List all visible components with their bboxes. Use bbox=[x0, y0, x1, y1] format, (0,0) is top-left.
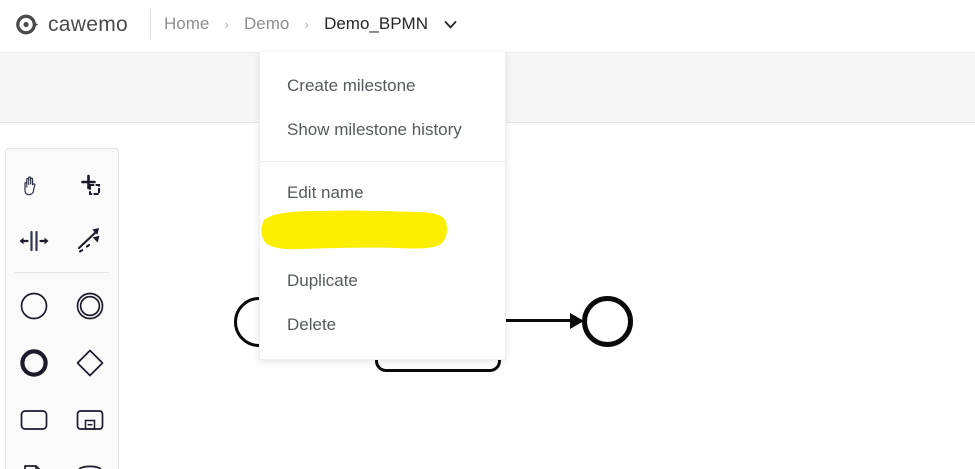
menu-item-delete[interactable]: Delete bbox=[260, 303, 505, 347]
sequence-flow-arrowhead bbox=[570, 313, 584, 329]
menu-item-edit-name[interactable]: Edit name bbox=[260, 171, 505, 215]
subprocess-icon[interactable] bbox=[62, 391, 118, 448]
breadcrumb: Home › Demo › Demo_BPMN bbox=[160, 12, 459, 36]
end-event-icon[interactable] bbox=[6, 334, 62, 391]
palette-divider bbox=[15, 272, 109, 273]
cawemo-logo-icon bbox=[16, 13, 39, 36]
breadcrumb-item-demo[interactable]: Demo bbox=[244, 14, 290, 33]
gateway-icon[interactable] bbox=[62, 334, 118, 391]
lasso-tool-icon[interactable] bbox=[62, 155, 118, 212]
data-store-icon[interactable] bbox=[62, 448, 118, 469]
bpmn-palette bbox=[5, 148, 119, 469]
space-tool-icon[interactable] bbox=[6, 212, 62, 269]
menu-item-label: Show milestone history bbox=[287, 120, 462, 139]
palette-elements-group bbox=[6, 277, 118, 469]
breadcrumb-item-demo-bpmn[interactable]: Demo_BPMN bbox=[324, 14, 428, 33]
task-icon[interactable] bbox=[6, 391, 62, 448]
diagram-context-menu: Create milestone Show milestone history … bbox=[259, 52, 506, 360]
menu-item-create-milestone[interactable]: Create milestone bbox=[260, 64, 505, 108]
brand-name-text: cawemo bbox=[48, 12, 128, 36]
chevron-down-icon[interactable] bbox=[442, 16, 459, 33]
intermediate-event-icon[interactable] bbox=[62, 277, 118, 334]
end-event-shape[interactable] bbox=[582, 296, 633, 347]
global-connect-tool-icon[interactable] bbox=[62, 212, 118, 269]
menu-item-label: Duplicate bbox=[287, 271, 358, 290]
sequence-flow-line[interactable] bbox=[501, 319, 573, 322]
breadcrumb-separator: › bbox=[224, 16, 230, 32]
brand-home-link[interactable]: cawemo bbox=[16, 13, 128, 36]
top-navigation-bar: cawemo Home › Demo › Demo_BPMN bbox=[0, 0, 975, 48]
menu-item-label: Create milestone bbox=[287, 76, 416, 95]
menu-divider bbox=[260, 161, 505, 162]
palette-tools-group bbox=[6, 155, 118, 269]
data-object-icon[interactable] bbox=[6, 448, 62, 469]
menu-item-label: Delete bbox=[287, 315, 337, 334]
menu-item-label: Edit name bbox=[287, 183, 364, 202]
hand-tool-icon[interactable] bbox=[6, 155, 62, 212]
start-event-icon[interactable] bbox=[6, 277, 62, 334]
nav-divider bbox=[150, 9, 151, 39]
menu-item-show-milestone-history[interactable]: Show milestone history bbox=[260, 108, 505, 152]
breadcrumb-item-home[interactable]: Home bbox=[164, 14, 210, 33]
menu-item-label: Replace via upload bbox=[287, 227, 432, 246]
breadcrumb-separator: › bbox=[304, 16, 310, 32]
menu-item-replace-via-upload[interactable]: Replace via upload bbox=[260, 215, 505, 259]
menu-item-duplicate[interactable]: Duplicate bbox=[260, 259, 505, 303]
